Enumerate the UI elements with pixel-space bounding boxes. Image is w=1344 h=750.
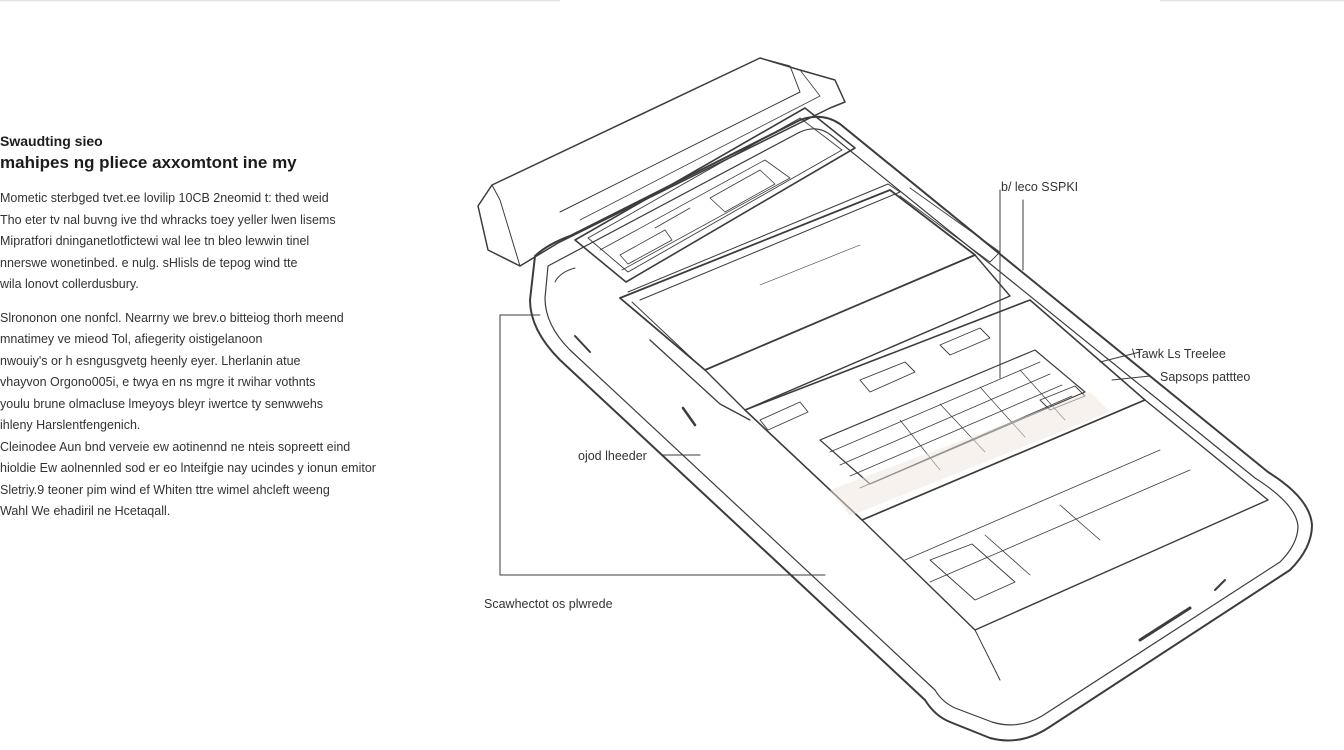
paragraph-line: ihleny Harslentfengenich.: [0, 418, 141, 432]
paragraph-line: Sletriy.9 teoner pim wind ef Whiten ttre…: [0, 482, 330, 497]
callout-top-label: b/ leco SSPKI: [1001, 180, 1078, 194]
main-heading: mahipes ng pliece axxomtont ine my: [0, 153, 297, 172]
subheading: Swaudting sieo: [0, 133, 103, 149]
paragraph-1: Mometic sterbged tvet.ee lovilip 10CB 2n…: [0, 188, 440, 296]
device-shell: [529, 115, 1313, 742]
paragraph-line: Mipratfori dninganetlotfictewi wal lee t…: [0, 234, 310, 248]
rear-tray: [477, 57, 846, 267]
paragraph-line: vhayvon Orgono005i, e twya en ns mgre it…: [0, 375, 316, 389]
callout-right-label-2: Sapsops pattteo: [1160, 370, 1250, 384]
callout-bottom-label: Scawhectot os plwrede: [484, 597, 613, 611]
paragraph-line: Mometic sterbged tvet.ee lovilip 10CB 2n…: [0, 191, 329, 205]
paragraph-line: mnatimey ve mieod Tol, afiegerity oistig…: [0, 332, 263, 346]
battery-block: [619, 183, 1011, 421]
lid-panel: [574, 107, 856, 283]
paragraph-line: youlu brune olmacluse lmeyoys bleyr iwer…: [0, 396, 324, 411]
shading: [830, 392, 1110, 516]
callout-leaders: [499, 189, 1151, 576]
front-section: [861, 399, 1269, 681]
paragraph-line: wila lonovt collerdusbury.: [0, 277, 139, 291]
paragraph-line: nwouiy's or h esngusgvetg heenly eyer. L…: [0, 353, 301, 368]
paragraph-3: Cleinodee Aun bnd verveie ew aotinennd n…: [0, 437, 440, 523]
callout-left-label: ojod lheeder: [578, 449, 647, 463]
paragraph-line: hioldie Ew aolnennled sod er eo lnteifgi…: [0, 461, 376, 475]
paragraph-2: Slrononon one nonfcl. Nearrny we brev.o …: [0, 308, 440, 437]
paragraph-line: Cleinodee Aun bnd verveie ew aotinennd n…: [0, 439, 351, 454]
paragraph-line: Wahl We ehadiril ne Hcetaqall.: [0, 504, 171, 518]
paragraph-line: Tho eter tv nal buvng ive thd whracks to…: [0, 212, 336, 227]
paragraph-line: Slrononon one nonfcl. Nearrny we brev.o …: [0, 310, 344, 325]
paragraph-line: nnerswe wonetinbed. e nulg. sHlisls de t…: [0, 255, 298, 270]
description-panel: Swaudting sieo mahipes ng pliece axxomto…: [0, 130, 440, 535]
callout-right-label-1: \Tawk Ls Treelee: [1132, 347, 1226, 361]
